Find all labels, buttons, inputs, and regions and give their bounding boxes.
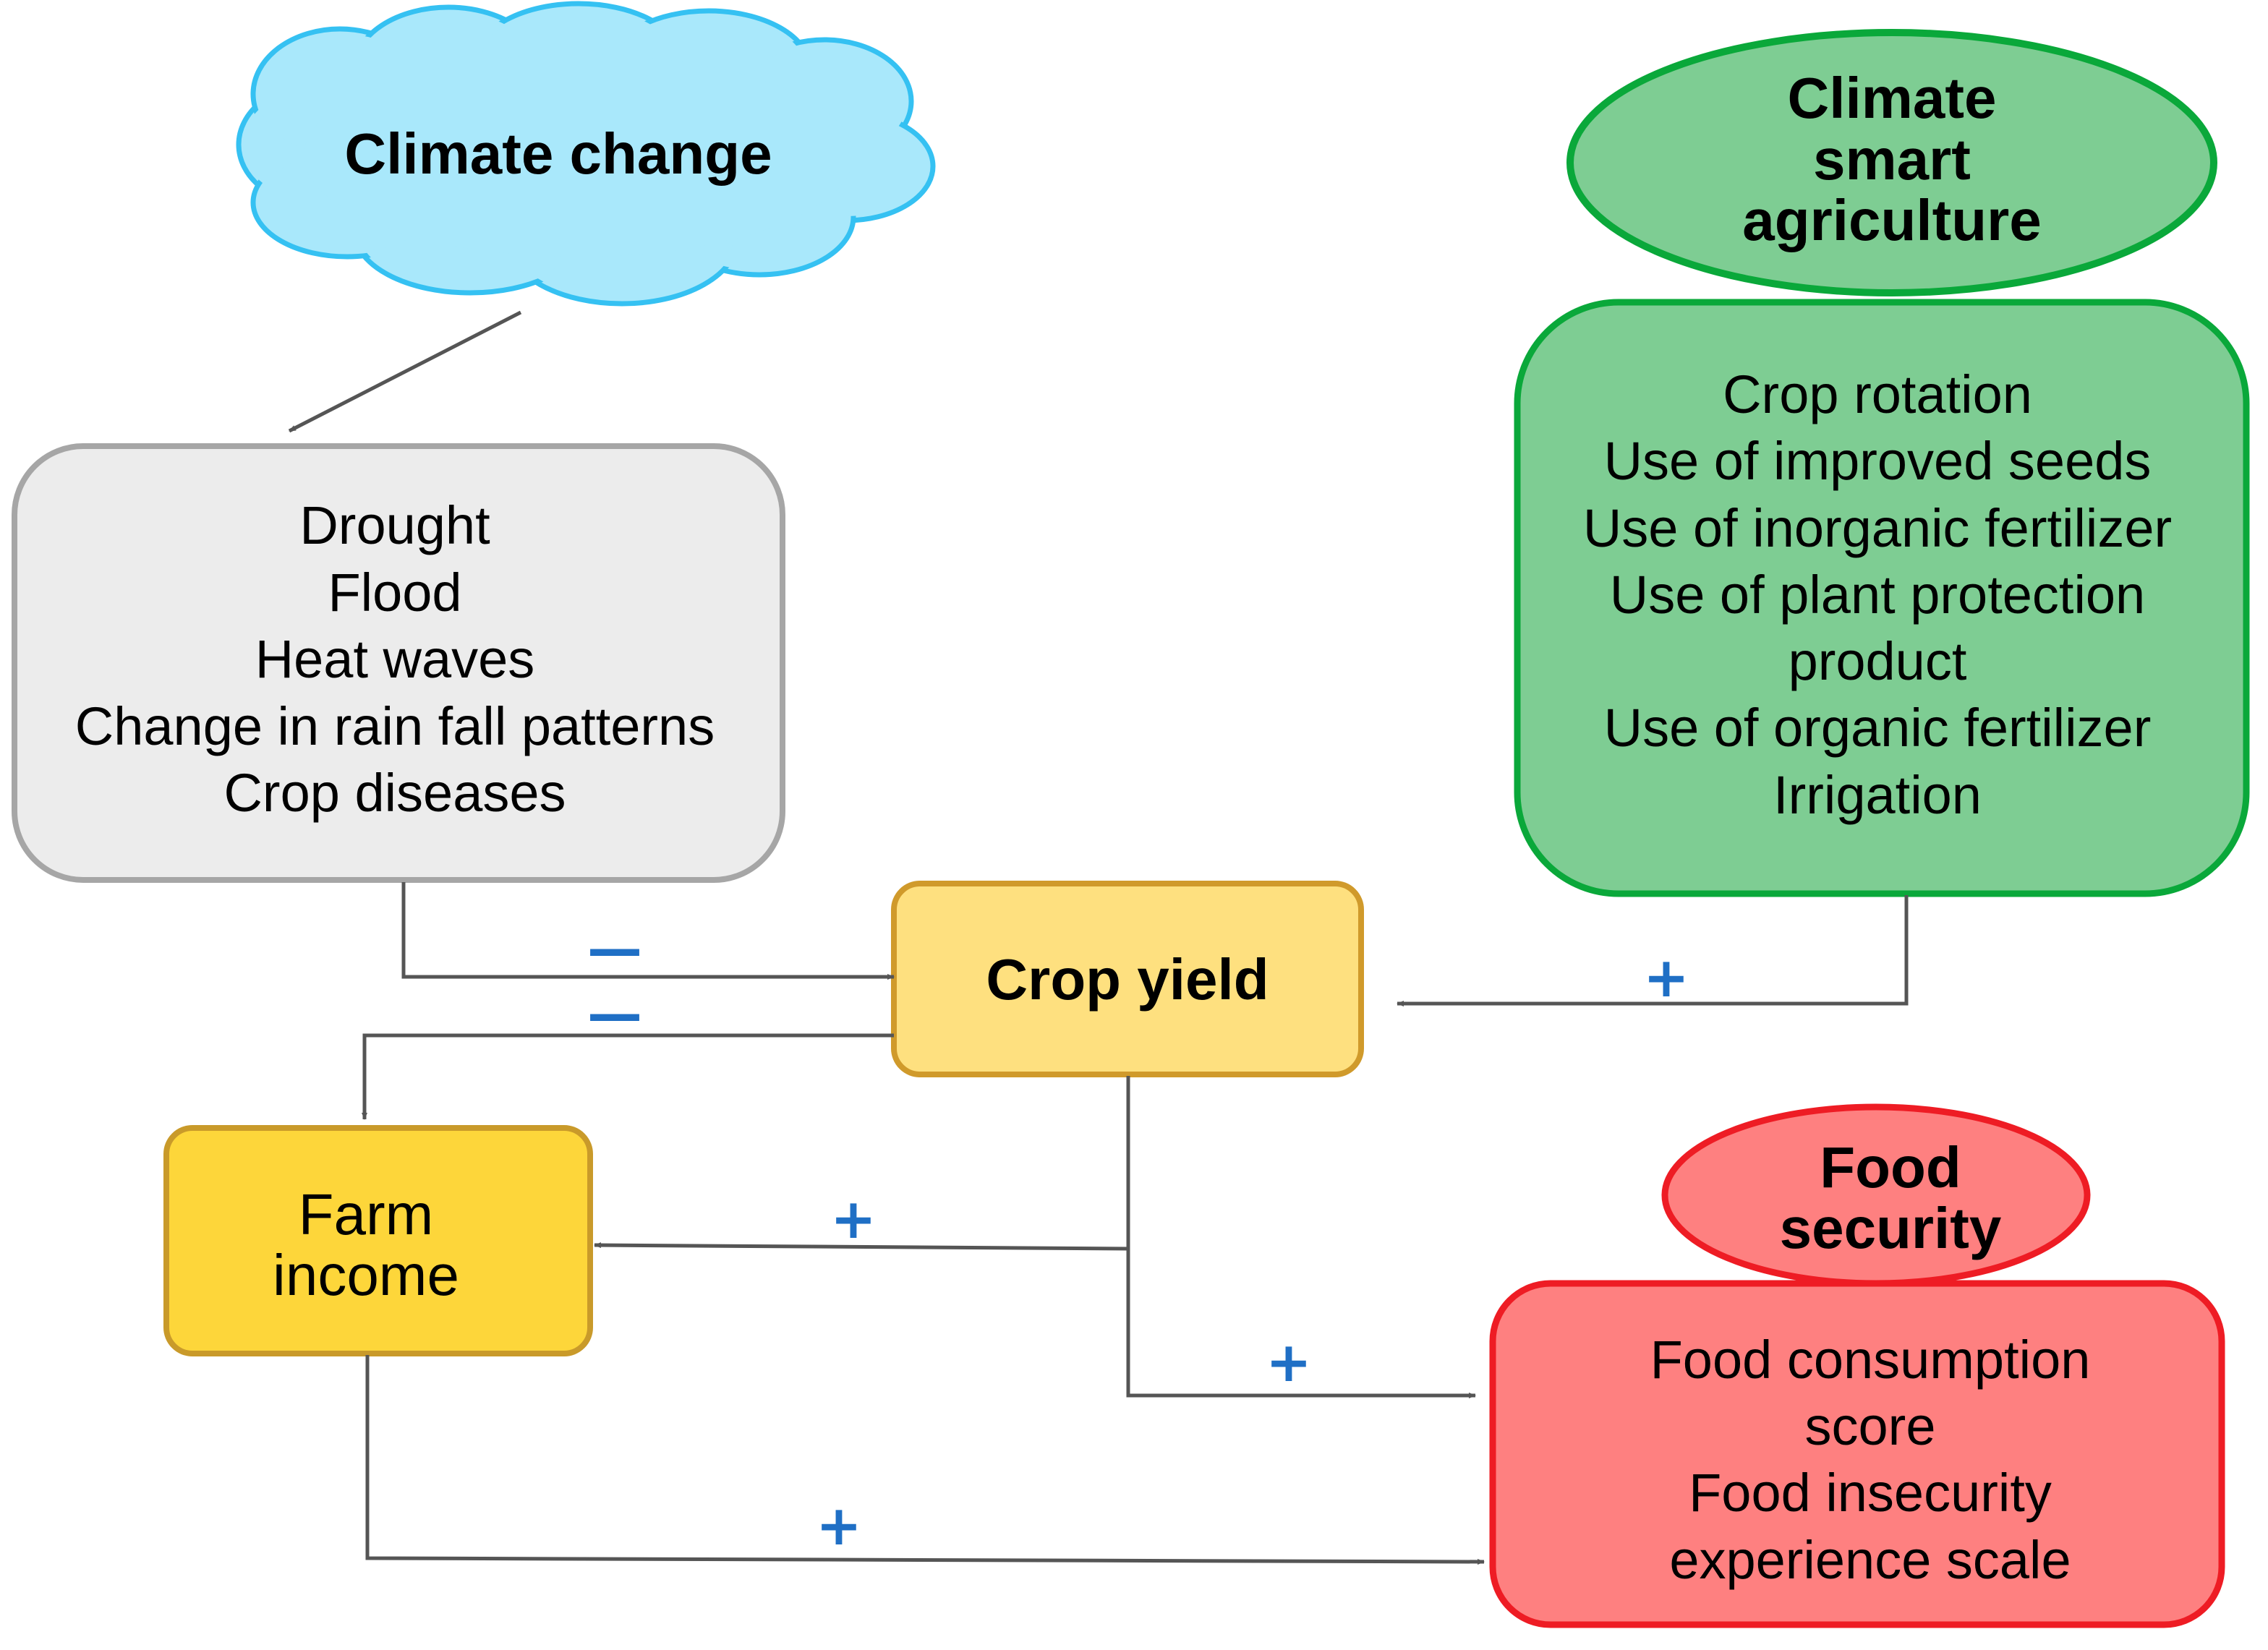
climate-impacts-box: Drought Flood Heat waves Change in rain … [12, 443, 785, 883]
sign-crop-yield-food-security: + [1266, 1330, 1312, 1394]
edge-csa-to-crop-yield [1397, 895, 1909, 1006]
food-security-line-1: Food [1820, 1135, 1961, 1200]
impact-flood: Flood [328, 563, 461, 623]
impact-drought: Drought [299, 495, 490, 555]
practice-improved-seeds: Use of improved seeds [1604, 431, 2152, 491]
csa-title-line-3: agriculture [1742, 188, 2041, 252]
edge-impacts-to-crop-yield [401, 882, 895, 980]
sign-csa-crop-yield: + [1643, 945, 1689, 1009]
practice-irrigation: Irrigation [1773, 765, 1982, 825]
climate-change-cloud: Climate change [236, 1, 936, 307]
csa-title-line-2: smart [1813, 127, 1971, 192]
practice-plant-protection-cont: product [1789, 631, 1967, 691]
measure-fies-line-1: Food insecurity [1689, 1463, 2052, 1523]
edge-farm-income-to-food-security [365, 1355, 1485, 1565]
edge-crop-yield-to-farm-income-negative [362, 1033, 894, 1120]
sign-crop-yield-farm-income-positive: + [830, 1187, 877, 1251]
practice-plant-protection: Use of plant protection [1610, 565, 2145, 625]
measure-fcs-line-2: score [1805, 1396, 1936, 1456]
practice-organic-fertilizer: Use of organic fertilizer [1604, 698, 2152, 758]
sign-impacts-crop-yield: — [587, 916, 642, 980]
impact-crop-diseases: Crop diseases [223, 763, 566, 823]
csa-title-line-1: Climate [1788, 66, 1997, 130]
impact-rainfall-change: Change in rain fall patterns [75, 696, 715, 756]
food-security-line-2: security [1780, 1196, 2002, 1260]
food-security-ellipse: Food security [1661, 1103, 2091, 1287]
practice-crop-rotation: Crop rotation [1723, 364, 2032, 424]
edge-climate-change-to-impacts [288, 310, 522, 433]
practice-inorganic-fertilizer: Use of inorganic fertilizer [1583, 498, 2172, 558]
food-security-measures-box: Food consumption score Food insecurity e… [1489, 1280, 2225, 1628]
impact-heat-waves: Heat waves [255, 629, 535, 689]
measure-fies-line-2: experience scale [1669, 1530, 2071, 1590]
sign-farm-income-food-security: + [816, 1493, 862, 1557]
csa-practices-box: Crop rotation Use of improved seeds Use … [1514, 299, 2250, 897]
crop-yield-box: Crop yield [891, 881, 1364, 1077]
sign-crop-yield-farm-income-negative: — [587, 981, 642, 1046]
farm-income-box: Farm income [163, 1125, 593, 1356]
farm-income-line-2: income [273, 1243, 459, 1307]
measure-fcs-line-1: Food consumption [1650, 1330, 2091, 1390]
farm-income-line-1: Farm [299, 1182, 434, 1247]
climate-smart-agriculture-ellipse: Climate smart agriculture [1566, 29, 2217, 296]
climate-change-label: Climate change [344, 121, 772, 186]
edge-crop-yield-to-food-security [1126, 1249, 1476, 1398]
crop-yield-label: Crop yield [986, 947, 1269, 1012]
